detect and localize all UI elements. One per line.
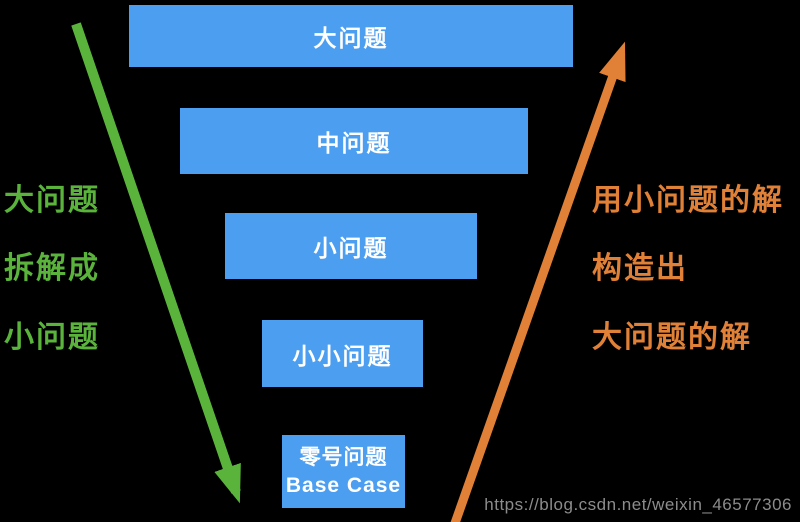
- funnel-bar-label: 小小问题: [292, 342, 393, 369]
- decompose-arrow-down: [71, 22, 241, 504]
- left-annotation-line-1: 大问题: [4, 184, 100, 217]
- funnel-bar-tiny-problem: 小小问题: [262, 320, 423, 387]
- right-annotation-line-1: 用小问题的解: [592, 184, 784, 217]
- csdn-watermark-url: https://blog.csdn.net/weixin_46577306: [484, 495, 792, 514]
- funnel-bar-base-case: 零号问题 Base Case: [282, 435, 405, 508]
- funnel-bar-label: 中问题: [316, 130, 392, 156]
- funnel-bar-small-problem: 小问题: [225, 213, 477, 279]
- funnel-bar-label: 大问题: [313, 25, 389, 51]
- funnel-bar-sublabel: Base Case: [285, 473, 402, 497]
- right-annotation-line-2: 构造出: [592, 252, 688, 285]
- funnel-bar-medium-problem: 中问题: [180, 108, 528, 174]
- funnel-bar-label: 零号问题: [299, 446, 388, 470]
- right-annotation-line-3: 大问题的解: [592, 321, 752, 354]
- left-annotation-line-3: 小问题: [4, 321, 100, 354]
- funnel-bar-big-problem: 大问题: [129, 5, 573, 67]
- left-annotation-line-2: 拆解成: [4, 252, 100, 285]
- funnel-bar-label: 小问题: [313, 235, 389, 261]
